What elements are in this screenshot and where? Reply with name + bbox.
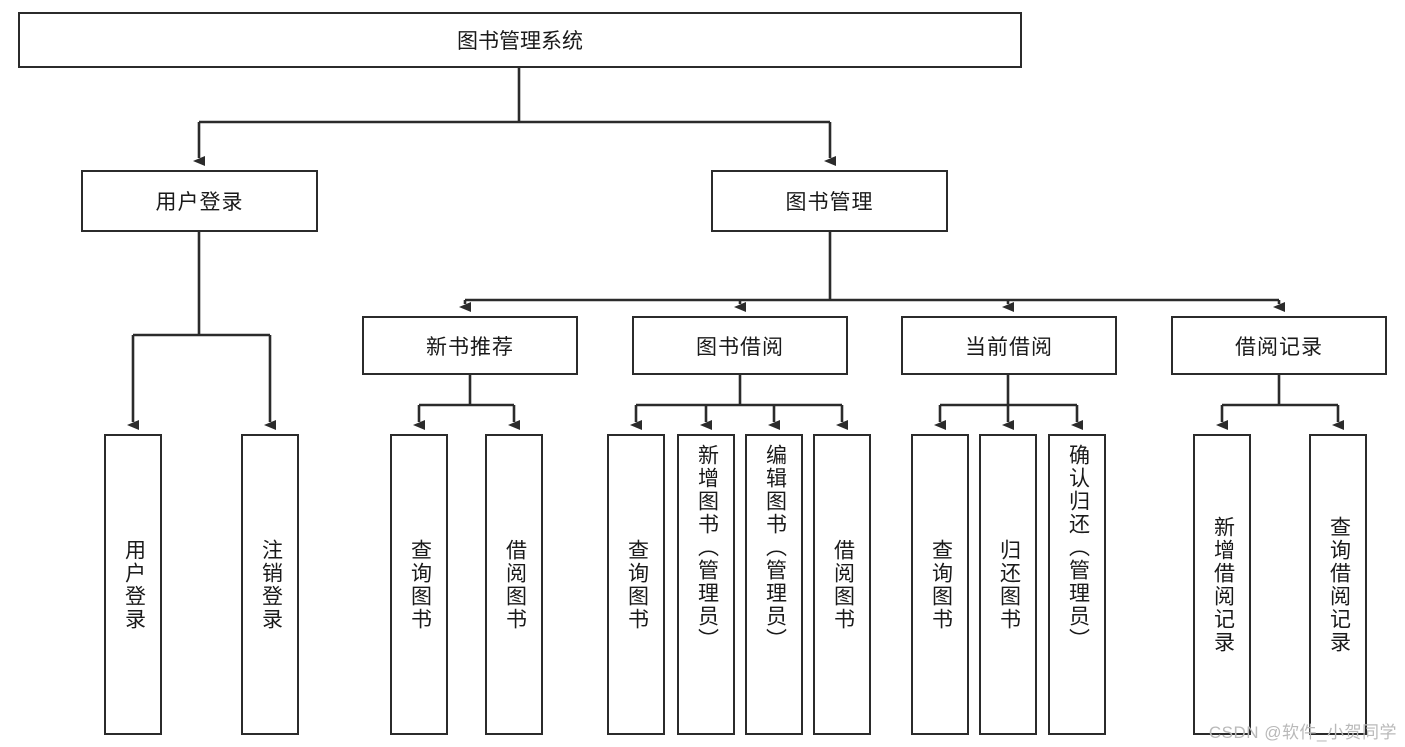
- node-leaf-new-book-borrow[interactable]: 借阅图书: [485, 434, 543, 735]
- node-leaf-label: 借阅图书: [503, 538, 527, 631]
- node-leaf-borrow-record-add[interactable]: 新增借阅记录: [1193, 434, 1251, 735]
- node-leaf-new-book-query[interactable]: 查询图书: [390, 434, 448, 735]
- node-root-label: 图书管理系统: [457, 30, 583, 53]
- connector-lines: [127, 68, 1344, 430]
- node-leaf-label: 查询图书: [408, 538, 432, 631]
- node-current-borrow-label: 当前借阅: [965, 335, 1053, 359]
- node-new-book-recommend[interactable]: 新书推荐: [362, 316, 578, 375]
- node-leaf-book-borrow-edit[interactable]: 编辑图书（管理员）: [745, 434, 803, 735]
- node-leaf-book-borrow-borrow[interactable]: 借阅图书: [813, 434, 871, 735]
- node-leaf-label: 新增借阅记录: [1211, 515, 1235, 654]
- node-borrow-record[interactable]: 借阅记录: [1171, 316, 1387, 375]
- node-leaf-book-borrow-query[interactable]: 查询图书: [607, 434, 665, 735]
- node-user-login-label: 用户登录: [155, 191, 244, 214]
- node-leaf-label: 查询图书: [929, 538, 953, 631]
- node-leaf-current-borrow-query[interactable]: 查询图书: [911, 434, 969, 735]
- node-user-login[interactable]: 用户登录: [81, 170, 318, 232]
- node-book-management-label: 图书管理: [785, 191, 874, 214]
- node-leaf-label: 注销登录: [259, 538, 283, 631]
- node-root-book-management-system[interactable]: 图书管理系统: [18, 12, 1022, 68]
- node-leaf-book-borrow-add[interactable]: 新增图书（管理员）: [677, 434, 735, 735]
- node-leaf-label: 新增图书（管理员）: [695, 444, 719, 651]
- node-leaf-current-borrow-return[interactable]: 归还图书: [979, 434, 1037, 735]
- node-book-management[interactable]: 图书管理: [711, 170, 948, 232]
- node-book-borrow[interactable]: 图书借阅: [632, 316, 848, 375]
- node-borrow-record-label: 借阅记录: [1235, 335, 1323, 359]
- node-leaf-user-login-login[interactable]: 用户登录: [104, 434, 162, 735]
- node-leaf-label: 编辑图书（管理员）: [763, 444, 787, 651]
- node-leaf-label: 查询借阅记录: [1327, 515, 1351, 654]
- node-new-book-recommend-label: 新书推荐: [426, 335, 514, 359]
- node-leaf-user-login-logout[interactable]: 注销登录: [241, 434, 299, 735]
- node-leaf-label: 借阅图书: [831, 538, 855, 631]
- node-leaf-label: 用户登录: [122, 538, 146, 631]
- node-leaf-label: 查询图书: [625, 538, 649, 631]
- node-leaf-label: 确认归还（管理员）: [1066, 444, 1090, 651]
- node-leaf-label: 归还图书: [997, 538, 1021, 631]
- node-book-borrow-label: 图书借阅: [696, 335, 784, 359]
- node-current-borrow[interactable]: 当前借阅: [901, 316, 1117, 375]
- node-leaf-borrow-record-query[interactable]: 查询借阅记录: [1309, 434, 1367, 735]
- node-leaf-current-borrow-confirm[interactable]: 确认归还（管理员）: [1048, 434, 1106, 735]
